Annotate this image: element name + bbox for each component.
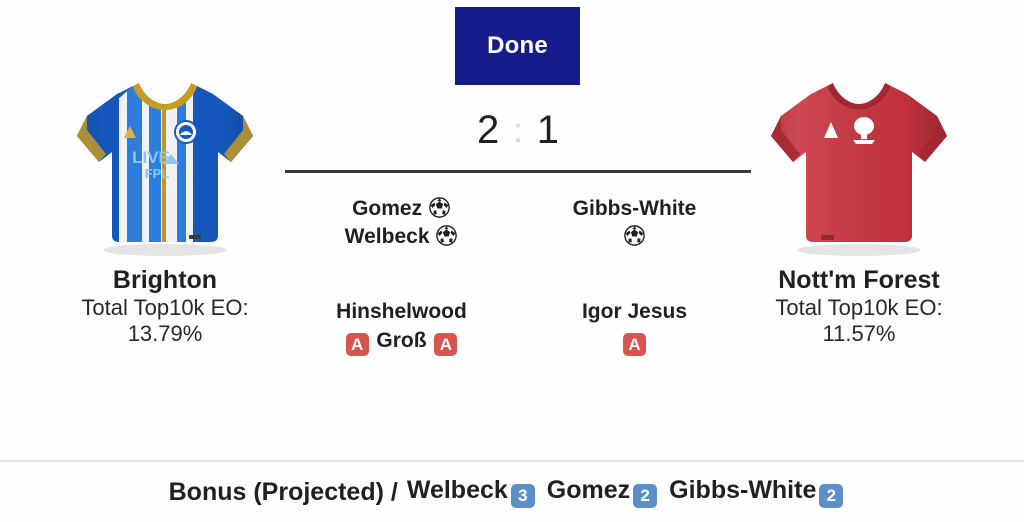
assist-badge: A <box>345 332 369 356</box>
away-team-kit <box>759 60 959 260</box>
away-team-eo-label: Total Top10k EO: <box>775 294 943 320</box>
bonus-points-badge: 3 <box>510 484 535 508</box>
match-center-column: 2 : 1 Gomez Welbeck Gibbs-White Hinshelw… <box>285 110 751 356</box>
assist-player-name: Groß <box>370 328 433 352</box>
soccer-ball-icon <box>429 197 450 218</box>
scoreline: 2 : 1 <box>285 110 751 162</box>
soccer-ball-icon <box>436 224 458 246</box>
bonus-player-name: Gibbs-White <box>669 476 817 504</box>
goal-scorer-name: Welbeck <box>344 224 436 248</box>
done-button[interactable]: Done <box>455 7 580 85</box>
assist-event: A Groß A <box>344 327 460 356</box>
home-goalscorers: Gomez Welbeck <box>285 195 518 250</box>
bonus-label: Bonus (Projected) / <box>168 477 398 506</box>
assist-badge: A <box>434 332 458 356</box>
goal-event: Gibbs-White <box>573 195 697 223</box>
soccer-ball-icon <box>624 224 645 246</box>
home-team-block: LIVE FPL Brighton Total Top10k EO: 13.79… <box>20 60 310 347</box>
bottom-divider <box>0 460 1024 462</box>
score-separator: : <box>513 112 523 150</box>
bonus-points-badge: 2 <box>633 484 658 508</box>
home-team-eo-value: 13.79% <box>127 320 203 346</box>
svg-text:LIVE: LIVE <box>132 148 170 167</box>
home-score: 2 <box>477 108 500 152</box>
home-team-eo-label: Total Top10k EO: <box>81 294 249 320</box>
goal-scorer-name: Gomez <box>352 197 428 220</box>
assist-badge-line: A <box>621 327 648 356</box>
assist-event: Hinshelwood <box>336 300 467 324</box>
match-summary: LIVE FPL Brighton Total Top10k EO: 13.79… <box>20 60 1004 356</box>
goal-event: Welbeck <box>345 223 459 251</box>
bonus-points-badge: 2 <box>819 484 844 508</box>
away-team-eo-value: 11.57% <box>822 320 896 346</box>
goal-event: Gomez <box>352 195 451 223</box>
goal-icon-line <box>623 223 646 251</box>
goal-scorer-name: Gibbs-White <box>572 197 697 220</box>
away-team-name: Nott'm Forest <box>778 266 940 294</box>
away-score: 1 <box>536 108 559 152</box>
bonus-player-name: Gomez <box>546 476 631 504</box>
goalscorers-section: Gomez Welbeck Gibbs-White <box>285 195 751 250</box>
away-goalscorers: Gibbs-White <box>518 195 751 250</box>
home-team-name: Brighton <box>112 266 218 294</box>
assist-event: Igor Jesus <box>581 300 688 324</box>
svg-text:FPL: FPL <box>145 166 170 181</box>
bonus-player-name: Welbeck <box>406 476 508 504</box>
away-team-block: Nott'm Forest Total Top10k EO: 11.57% <box>714 60 1004 347</box>
score-divider <box>285 170 751 173</box>
assist-badge: A <box>623 332 646 356</box>
home-team-kit: LIVE FPL <box>65 60 265 260</box>
